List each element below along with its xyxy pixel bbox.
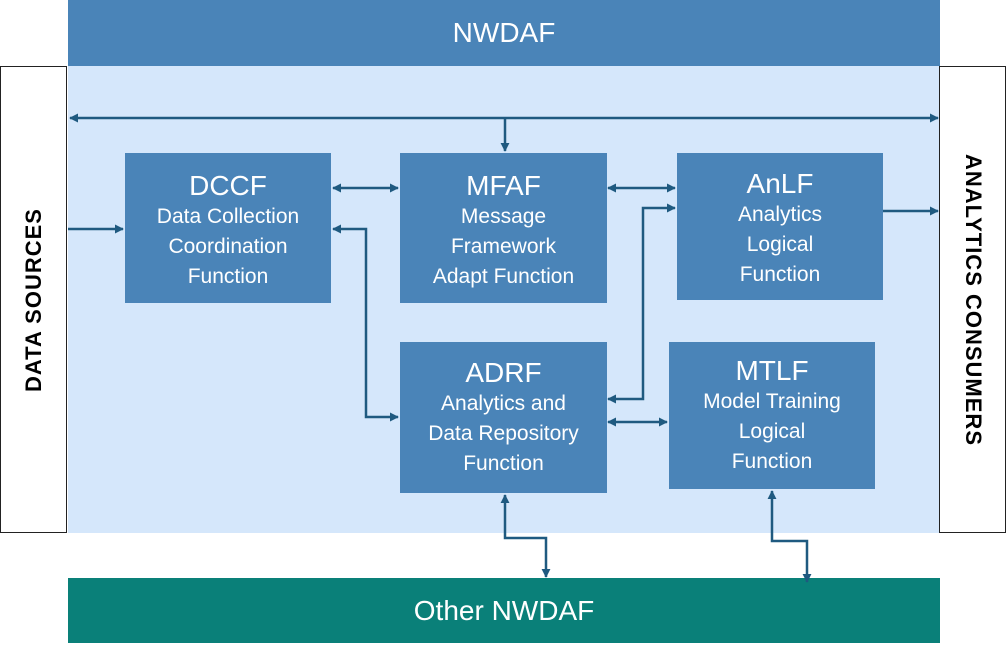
dccf-abbr: DCCF — [189, 170, 267, 201]
adrf-desc-line: Analytics and — [441, 392, 566, 415]
mtlf-desc-line: Logical — [738, 420, 806, 443]
nwdaf-title: NWDAF — [452, 17, 556, 48]
other-nwdaf-title: Other NWDAF — [413, 594, 595, 626]
anlf-box: AnLF Analytics Logical Function — [677, 153, 883, 300]
other-nwdaf-footer: Other NWDAF — [68, 578, 940, 643]
dccf-desc-line: Function — [187, 265, 269, 288]
mtlf-other-arrow — [767, 490, 812, 583]
anlf-desc-line: Analytics — [737, 203, 823, 226]
data-sources-panel: DATA SOURCES — [0, 66, 67, 533]
dccf-desc-line: Coordination — [168, 235, 288, 258]
mfaf-box: MFAF Message Framework Adapt Function — [400, 153, 607, 303]
mfaf-desc-line: Adapt Function — [432, 265, 575, 288]
nwdaf-header: NWDAF — [68, 0, 940, 66]
mtlf-box: MTLF Model Training Logical Function — [669, 342, 875, 489]
adrf-other-arrow — [500, 494, 551, 578]
anlf-abbr: AnLF — [746, 168, 814, 199]
dccf-desc-line: Data Collection — [156, 205, 300, 228]
mtlf-desc-line: Function — [731, 450, 813, 473]
mtlf-desc-line: Model Training — [703, 390, 841, 413]
mtlf-abbr: MTLF — [735, 355, 809, 386]
adrf-desc-line: Data Repository — [428, 422, 579, 445]
adrf-abbr: ADRF — [465, 357, 542, 388]
anlf-desc-line: Logical — [746, 233, 814, 256]
mfaf-abbr: MFAF — [466, 170, 541, 201]
adrf-desc-line: Function — [463, 452, 544, 475]
anlf-adrf-arrow — [607, 203, 676, 404]
mfaf-desc-line: Framework — [450, 235, 556, 258]
dccf-adrf-arrow — [332, 224, 399, 422]
dccf-box: DCCF Data Collection Coordination Functi… — [125, 153, 331, 303]
anlf-desc-line: Function — [739, 263, 821, 286]
mfaf-desc-line: Message — [460, 205, 547, 228]
adrf-box: ADRF Analytics and Data Repository Funct… — [400, 342, 607, 493]
